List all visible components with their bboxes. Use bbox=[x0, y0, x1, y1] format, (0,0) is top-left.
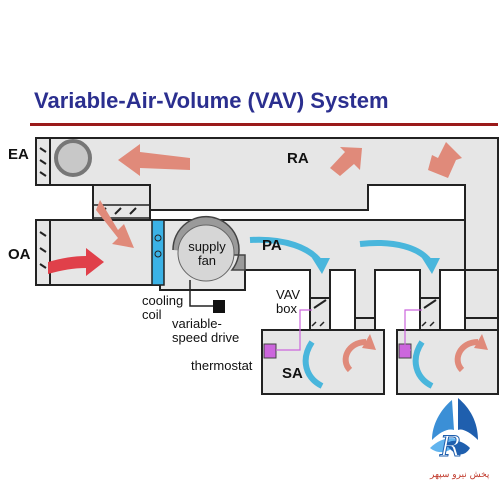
zone-2-airflow bbox=[412, 334, 488, 389]
ea-damper bbox=[35, 138, 51, 185]
vsd-label-line1: variable- bbox=[172, 316, 222, 331]
supply-duct bbox=[35, 219, 466, 321]
exhaust-fan-icon bbox=[54, 139, 92, 177]
vav-damper-1 bbox=[311, 299, 327, 327]
vav-box-label-line2: box bbox=[276, 301, 297, 316]
return-drop-duct-2 bbox=[464, 269, 499, 321]
vav-damper-2 bbox=[421, 299, 437, 327]
oa-label: OA bbox=[8, 246, 31, 263]
supply-fan-label-line1: supply bbox=[188, 239, 226, 254]
thermostat-label: thermostat bbox=[191, 358, 253, 373]
supply-fan-label-line2: fan bbox=[197, 253, 217, 268]
pa-label: PA bbox=[262, 237, 282, 254]
diagram-title: Variable-Air-Volume (VAV) System bbox=[34, 88, 389, 113]
cooling-coil-label-line1: cooling bbox=[142, 293, 184, 308]
title-rule bbox=[30, 123, 498, 126]
return-grille-1 bbox=[354, 317, 376, 331]
outdoor-air-arrow-icon bbox=[48, 248, 104, 276]
logo-text: پخش نیرو سپهر bbox=[430, 470, 490, 480]
cooling-coil bbox=[151, 219, 165, 286]
vsd-label: variable- speed drive bbox=[172, 317, 239, 345]
thermostat-1 bbox=[263, 343, 277, 359]
vsd-label-line2: speed drive bbox=[172, 330, 240, 345]
return-airflow-arrows bbox=[96, 142, 462, 248]
cooling-coil-label-line2: coil bbox=[142, 307, 162, 322]
svg-text:R: R bbox=[439, 430, 461, 463]
vav-box-label: VAV box bbox=[276, 288, 300, 316]
cooling-coil-label: cooling coil bbox=[142, 294, 183, 322]
supply-fan-label: supply fan bbox=[186, 240, 228, 268]
ea-label: EA bbox=[8, 146, 29, 163]
zone-1-airflow bbox=[302, 334, 376, 389]
blue-flower-logo-icon: R bbox=[430, 398, 478, 464]
return-grille-2 bbox=[464, 317, 499, 331]
vav-box-label-line1: VAV bbox=[276, 287, 301, 302]
variable-speed-drive bbox=[213, 300, 225, 313]
ra-label: RA bbox=[287, 150, 309, 167]
sa-label: SA bbox=[282, 365, 303, 382]
oa-damper bbox=[35, 220, 51, 285]
